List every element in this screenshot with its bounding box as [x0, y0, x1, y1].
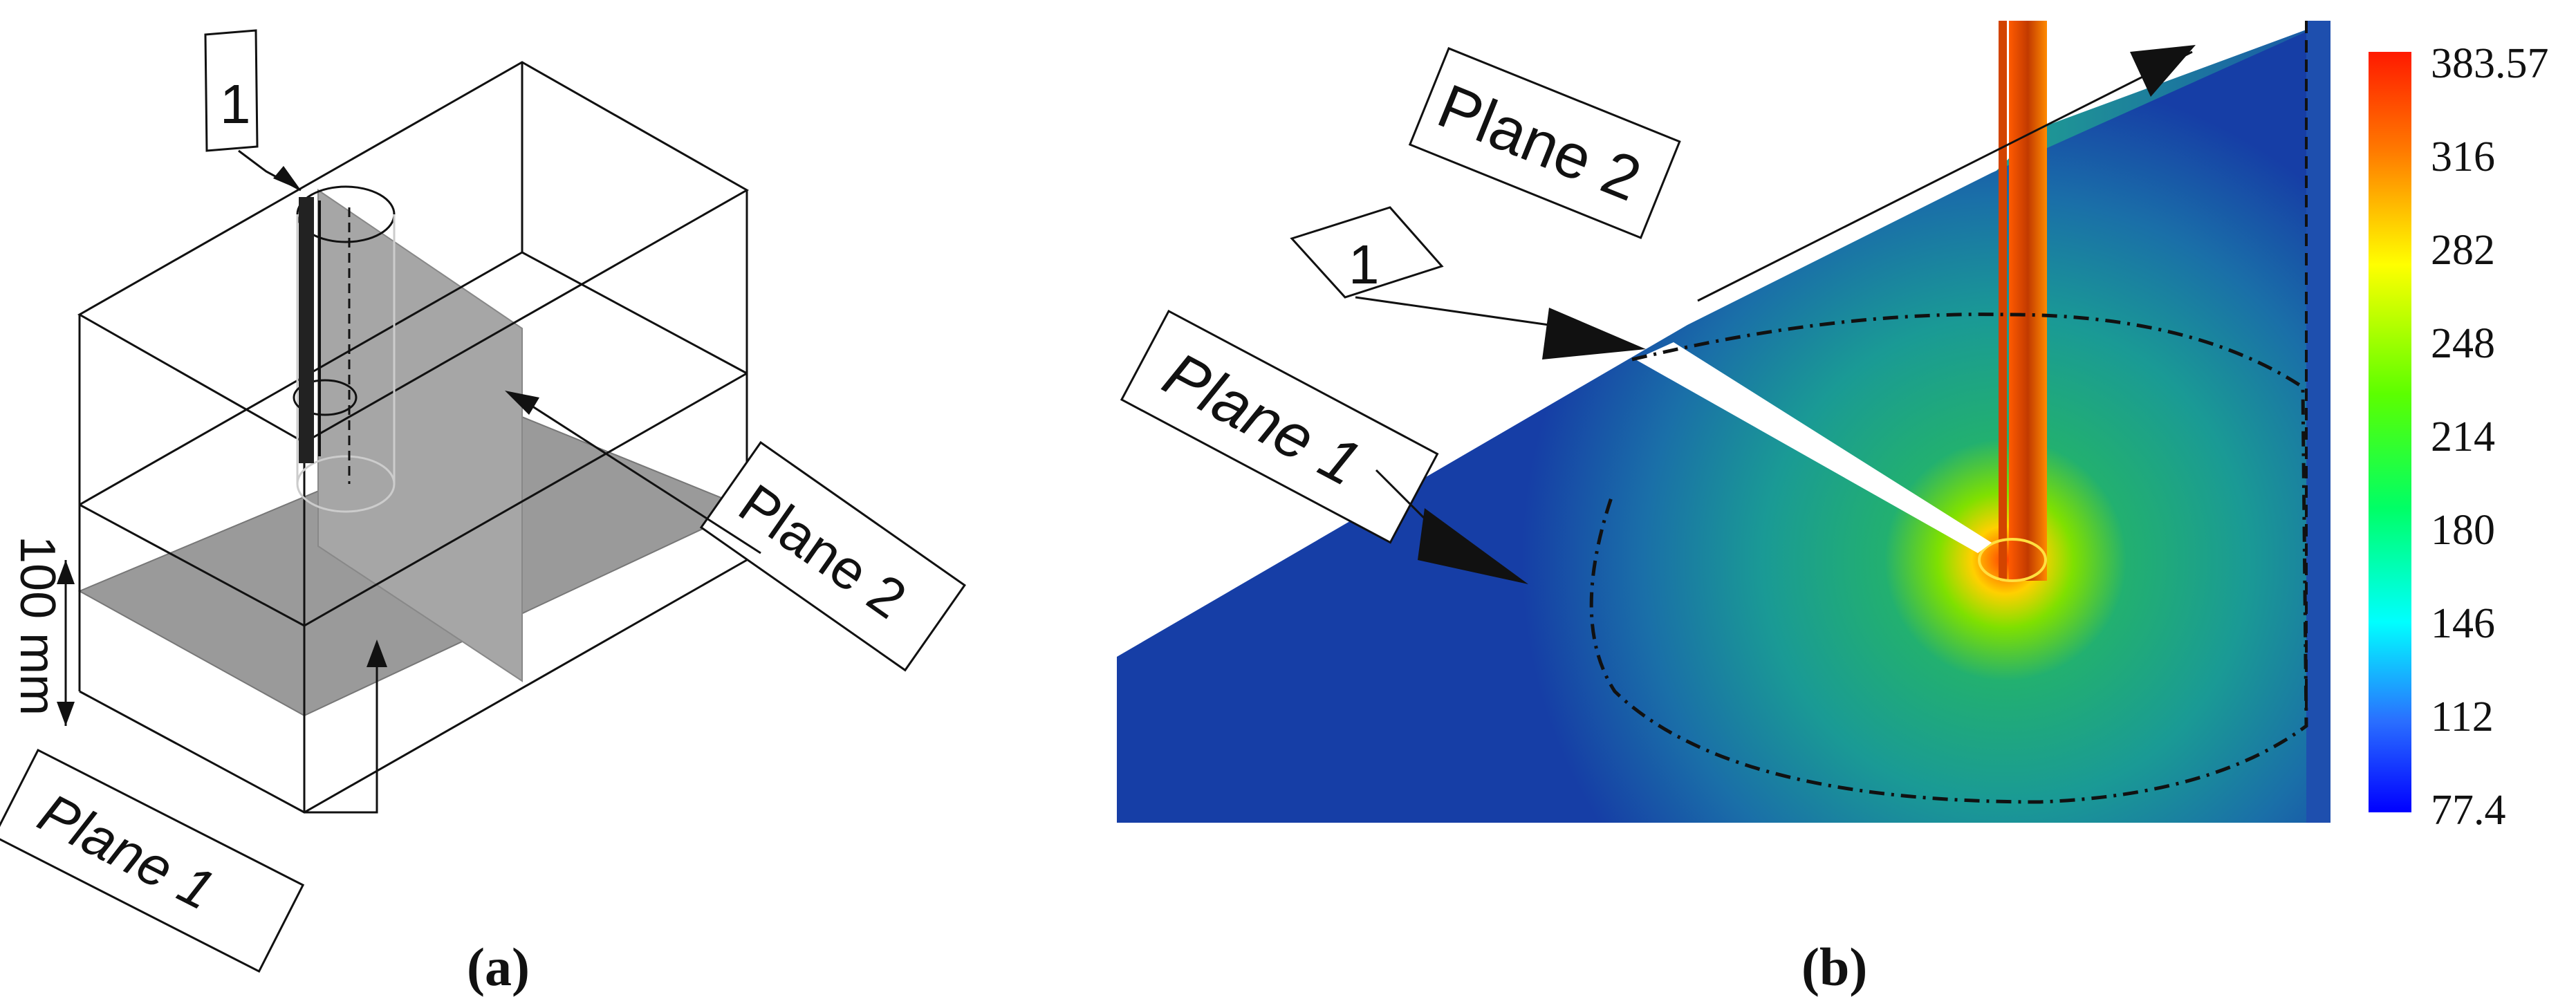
plane1-label-box-b: [1120, 309, 1439, 544]
marker-1-label-b: 1: [1349, 234, 1380, 295]
plane1-cut-line: [1636, 342, 1992, 553]
marker-1-label: 1: [220, 73, 251, 135]
colorbar-tick-label: 248: [2431, 320, 2495, 367]
colorbar-ticks: 383.57 316 282 248 214 180 146 112 77.4: [2431, 40, 2549, 834]
panel-a: 1 Plane 2 Plane 1 100 mm (a): [0, 29, 966, 997]
marker-1-box-b: [1290, 206, 1444, 299]
marker-1-leader-b: [1355, 296, 1550, 326]
electrode-rod: [299, 197, 314, 463]
caption-b: (b): [1801, 937, 1867, 997]
cylinder: [293, 185, 396, 513]
colorbar-tick-label: 214: [2431, 413, 2495, 460]
caption-a: (a): [467, 937, 530, 997]
marker-1-box: [204, 29, 259, 152]
plane2-leader-b: [1697, 50, 2193, 302]
colorbar-tick-label: 77.4: [2431, 787, 2506, 834]
plane1-leader: [304, 646, 378, 814]
colorbar-tick-label: 282: [2431, 227, 2495, 274]
dashed-boundary: [1589, 312, 2308, 804]
colorbar-tick-label: 112: [2431, 693, 2494, 740]
colorbar: [2369, 52, 2411, 812]
plane2-leader: [518, 396, 761, 554]
marker-1-arrowhead: [1542, 308, 1646, 360]
electrode-rod-b: [2009, 21, 2047, 581]
colorbar-tick-label: 146: [2431, 600, 2495, 647]
plane2-label-box-b: [1408, 47, 1681, 239]
colorbar-tick-label: 180: [2431, 507, 2495, 554]
colorbar-tick-label: 316: [2431, 133, 2495, 180]
panel-b: Plane 2 1 Plane 1 383.573162822482141801…: [1117, 21, 2549, 997]
plane1-label-box: [0, 748, 305, 973]
colorbar-tick-label: 383.57: [2431, 40, 2549, 87]
plane2-arrowhead: [2130, 45, 2196, 97]
plane2-label-box: [699, 440, 966, 672]
dimension-label: 100 mm: [10, 536, 65, 716]
plane1-arrowhead: [1418, 508, 1528, 584]
